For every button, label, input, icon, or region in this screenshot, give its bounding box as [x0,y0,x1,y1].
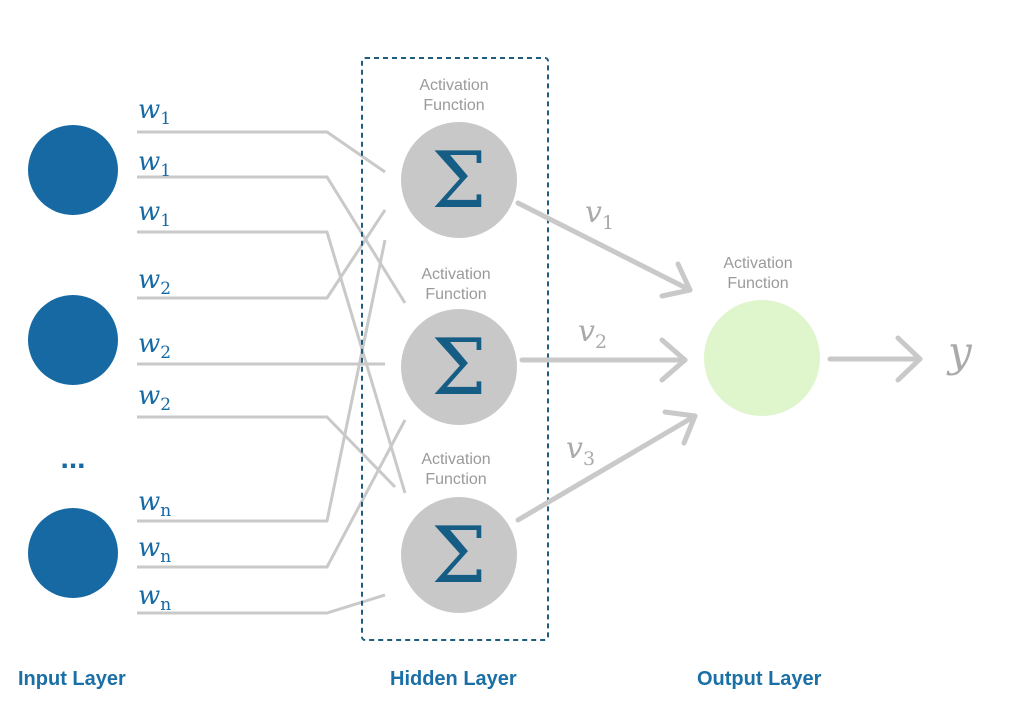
activation-label-1-line1: Activation [419,77,488,94]
output-node [704,300,820,416]
activation-label-2-line2: Function [425,286,486,303]
weight-labels: w1 w1 w1 w2 w2 w2 wn wn wn [138,95,171,615]
v2-arrowhead [659,337,688,383]
input-ellipsis: ... [60,442,85,475]
v3-connection [515,413,698,523]
input-to-hidden-connections [137,130,407,615]
weight-label: w1 [138,147,171,181]
activation-label-3-line1: Activation [421,451,490,468]
weight-label: wn [138,487,171,521]
input-node-1 [28,125,118,215]
v1-label: v1 [585,195,614,234]
sigma-symbol: Σ [431,323,486,413]
input-connection-9 [137,593,386,615]
input-connection-2 [137,175,407,304]
sigma-symbol: Σ [431,511,486,601]
output-layer-label: Output Layer [697,668,822,690]
weight-label: w1 [138,197,171,231]
v1-connection [515,200,693,293]
input-connection-1 [137,130,386,174]
hidden-to-output-connections [515,200,923,523]
v3-label: v3 [566,431,595,470]
input-connection-8 [137,419,407,569]
hidden-layer-label: Hidden Layer [390,668,517,690]
input-node-2 [28,295,118,385]
hidden-node-3: Σ [401,497,517,613]
weight-label: wn [138,581,171,615]
output-activation-line2: Function [727,275,788,292]
hidden-node-1: Σ [401,122,517,238]
sigma-symbol: Σ [431,136,486,226]
weight-label: w2 [138,265,171,299]
output-y-label: y [946,327,973,376]
input-connection-3 [137,230,407,494]
v1-arrowhead [659,261,693,299]
input-layer-label: Input Layer [18,668,126,690]
input-connection-6 [137,415,397,489]
input-connection-4 [137,209,387,300]
hidden-layer-box [361,57,549,641]
weight-label: w2 [138,329,171,363]
v2-label: v2 [578,314,607,353]
activation-label-3-line2: Function [425,471,486,488]
weight-label: w1 [138,95,171,129]
output-activation-line1: Activation [723,255,792,272]
v3-arrowhead [662,409,698,446]
activation-label-2-line1: Activation [421,266,490,283]
y-arrowhead [895,335,923,383]
hidden-node-2: Σ [401,309,517,425]
weight-label: w2 [138,381,171,415]
input-connection-7 [137,239,387,523]
input-node-n [28,508,118,598]
weight-label: wn [138,533,171,567]
activation-label-1-line2: Function [423,97,484,114]
